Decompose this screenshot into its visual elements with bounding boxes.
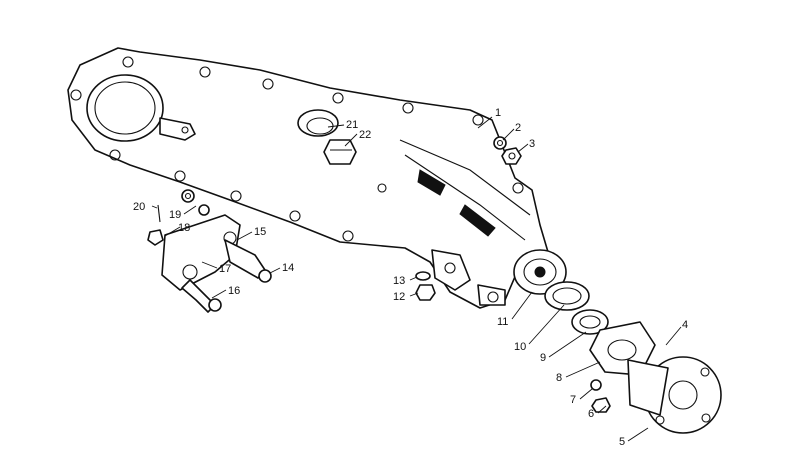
- callout-5: 5: [619, 436, 625, 448]
- leader-2: [502, 128, 515, 141]
- callout-16: 16: [228, 285, 240, 297]
- leader-5: [627, 427, 649, 442]
- callout-9: 9: [540, 352, 546, 364]
- callout-17: 17: [219, 263, 231, 275]
- leader-14: [269, 267, 281, 274]
- leader-19: [183, 205, 197, 215]
- callout-14: 14: [282, 262, 294, 274]
- leader-17: [201, 261, 218, 269]
- drain-plug: [415, 271, 436, 301]
- leader-20: [151, 205, 158, 209]
- callout-13: 13: [393, 275, 405, 287]
- filler-plug-assembly: [297, 109, 357, 165]
- callout-18: 18: [178, 222, 190, 234]
- callout-2: 2: [515, 122, 521, 134]
- leader-10: [528, 304, 565, 345]
- leader-4: [665, 326, 682, 346]
- flange-bolts: [590, 379, 611, 413]
- cover-bolt-bosses: [70, 56, 524, 242]
- leader-6: [597, 405, 607, 414]
- leader-22: [344, 133, 358, 147]
- callout-20: 20: [133, 201, 145, 213]
- callout-11: 11: [497, 316, 508, 328]
- leader-11: [511, 291, 533, 320]
- callout-7: 7: [570, 394, 576, 406]
- linkage-bracket-assembly: [147, 189, 272, 313]
- callout-19: 19: [169, 209, 181, 221]
- callout-22: 22: [359, 129, 371, 141]
- leader-16: [211, 289, 227, 299]
- callout-labels: 1 2 3 4 5 6 7 8 9 10 11 12 13 14 15 16 1…: [133, 107, 688, 448]
- callout-6: 6: [588, 408, 594, 420]
- leader-21: [327, 124, 345, 128]
- callout-10: 10: [514, 341, 526, 353]
- cover-nut-washer: [493, 136, 522, 165]
- leader-18: [164, 226, 181, 237]
- callout-leaders: [151, 116, 682, 442]
- leader-13: [409, 276, 418, 281]
- leader-1: [477, 116, 493, 129]
- callout-4: 4: [682, 319, 688, 331]
- leader-3: [517, 143, 529, 153]
- housing-cover: [67, 47, 549, 309]
- callout-12: 12: [393, 291, 405, 303]
- callout-15: 15: [254, 226, 266, 238]
- output-flange: [589, 321, 722, 434]
- leader-9: [548, 331, 587, 358]
- callout-1: 1: [495, 107, 501, 119]
- bearing-seal-stack: [513, 249, 609, 335]
- leader-7: [579, 388, 593, 400]
- leader-8: [565, 361, 601, 378]
- callout-21: 21: [346, 119, 358, 131]
- leader-12: [409, 292, 419, 297]
- callout-8: 8: [556, 372, 562, 384]
- leader-15: [236, 231, 253, 241]
- inspection-cover: [86, 74, 164, 142]
- callout-3: 3: [529, 138, 535, 150]
